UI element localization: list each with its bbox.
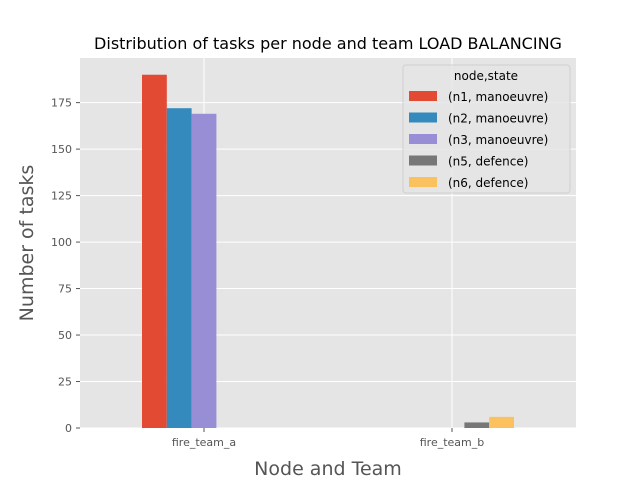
bars bbox=[142, 74, 514, 429]
bar-n6-defence-fire-team-b bbox=[489, 416, 514, 428]
y-tick-label: 175 bbox=[51, 97, 72, 110]
legend-swatch bbox=[409, 177, 437, 187]
legend-swatch bbox=[409, 134, 437, 144]
y-tick-label: 0 bbox=[65, 422, 72, 435]
legend-items: (n1, manoeuvre) (n2, manoeuvre) (n3, manoe… bbox=[409, 90, 548, 190]
y-tick-label: 75 bbox=[58, 283, 72, 296]
legend-title: node,state bbox=[454, 69, 518, 83]
legend: node,state (n1, manoeuvre) (n2, manoeuvre… bbox=[402, 64, 571, 194]
legend-swatch bbox=[409, 155, 437, 166]
y-axis-title: Number of tasks bbox=[16, 165, 38, 322]
x-tick-label: fire_team_b bbox=[420, 436, 485, 449]
legend-label: (n6, defence) bbox=[448, 176, 528, 190]
legend-label: (n2, manoeuvre) bbox=[448, 112, 548, 126]
legend-label: (n5, defence) bbox=[448, 155, 528, 169]
legend-label: (n3, manoeuvre) bbox=[448, 133, 548, 147]
bar-n2-manoeuvre-fire-team-a bbox=[166, 108, 192, 429]
y-tick-label: 25 bbox=[58, 376, 72, 389]
chart-title: Distribution of tasks per node and team … bbox=[94, 34, 562, 53]
y-tick-label: 125 bbox=[51, 190, 72, 203]
y-tick-label: 150 bbox=[51, 143, 72, 156]
bar-n5-defence-fire-team-b bbox=[464, 422, 490, 428]
legend-swatch bbox=[409, 91, 437, 101]
y-tick-label: 100 bbox=[51, 236, 72, 249]
x-tick-label: fire_team_a bbox=[172, 436, 236, 449]
x-axis-title: Node and Team bbox=[254, 458, 402, 480]
legend-label: (n1, manoeuvre) bbox=[448, 90, 548, 104]
bar-n1-manoeuvre-fire-team-a bbox=[142, 74, 167, 428]
legend-box bbox=[402, 64, 571, 194]
x-axis-ticks: fire_team_a fire_team_b bbox=[172, 428, 484, 449]
legend-swatch bbox=[409, 112, 437, 123]
y-tick-label: 50 bbox=[58, 329, 72, 342]
bar-n3-manoeuvre-fire-team-a bbox=[191, 113, 217, 428]
y-axis-ticks: 0 25 50 75 100 125 150 175 bbox=[51, 97, 80, 435]
